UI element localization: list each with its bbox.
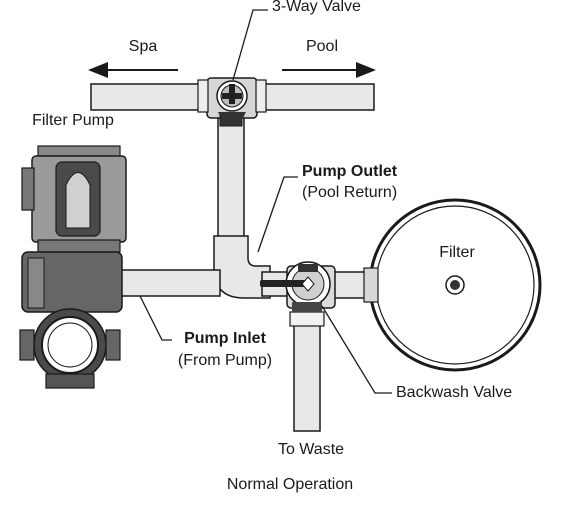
filter-tank xyxy=(363,198,542,372)
backwash-valve-label: Backwash Valve xyxy=(396,384,513,401)
to-waste-label: To Waste xyxy=(277,441,345,458)
three-way-valve xyxy=(197,77,267,127)
pump-inlet-leader xyxy=(139,295,172,341)
backwash-valve-leader xyxy=(321,305,392,394)
pump-outlet-subtitle: (Pool Return) xyxy=(302,184,398,201)
pump-outlet-leader xyxy=(257,176,298,253)
backwash-valve xyxy=(260,261,336,312)
waste-pipe-collar xyxy=(289,311,325,327)
diagram-caption: Normal Operation xyxy=(226,476,354,493)
filter-pump xyxy=(19,145,127,389)
filter-label: Filter xyxy=(439,244,475,261)
filter-pump-label: Filter Pump xyxy=(32,112,114,129)
pump-inlet-subtitle: (From Pump) xyxy=(177,352,273,369)
pump-outlet-title: Pump Outlet xyxy=(302,163,398,180)
spa-label: Spa xyxy=(128,38,158,55)
three-way-valve-leader xyxy=(232,9,268,81)
return-riser-pipe xyxy=(217,117,245,239)
pool-label: Pool xyxy=(305,38,339,55)
three-way-valve-label: 3-Way Valve xyxy=(272,0,361,15)
waste-pipe xyxy=(293,317,321,432)
pump-inlet-title: Pump Inlet xyxy=(184,330,266,347)
